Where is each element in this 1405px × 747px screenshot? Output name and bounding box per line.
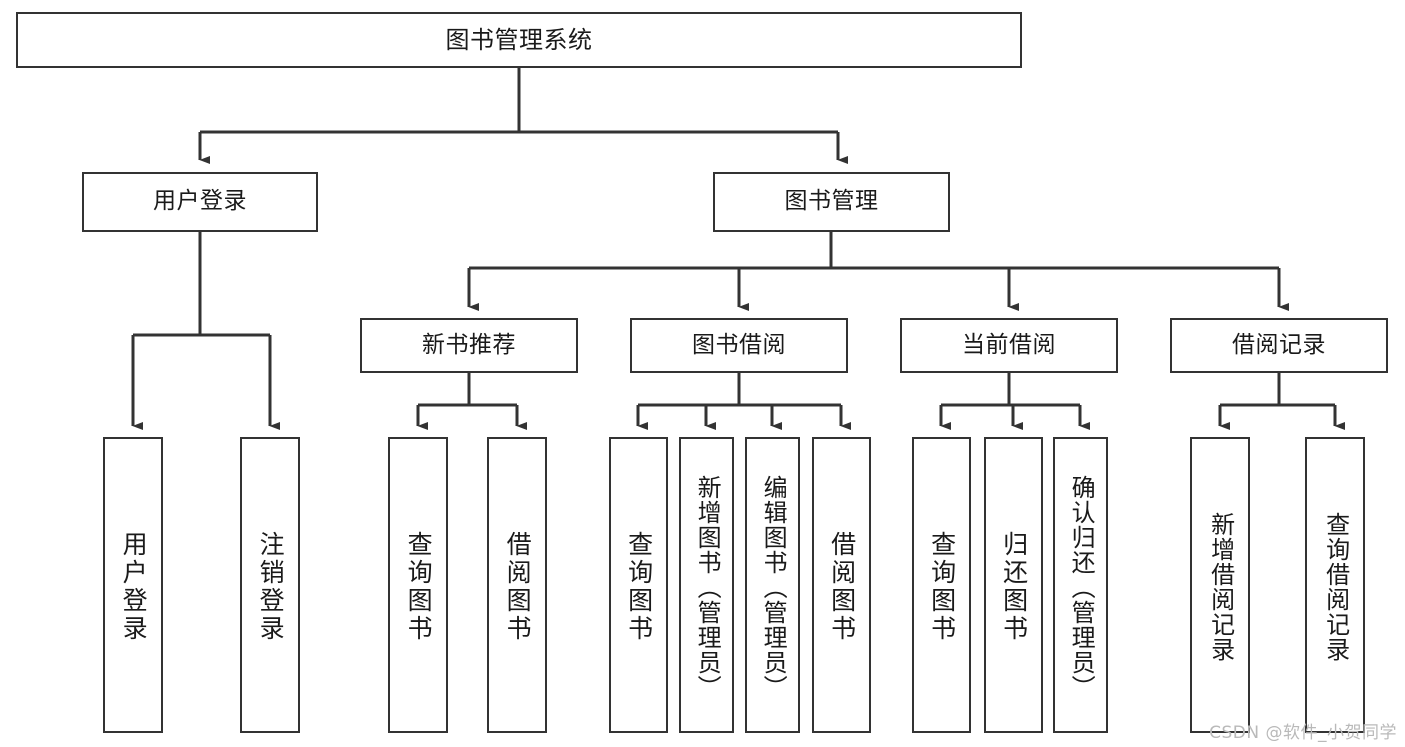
node-label: 新书推荐 bbox=[422, 331, 516, 358]
node-label: 查询图书 bbox=[404, 531, 434, 643]
leaf-borrow-book-1[interactable]: 借阅图书 bbox=[487, 437, 547, 733]
node-borrow-record[interactable]: 借阅记录 bbox=[1170, 318, 1388, 373]
node-book-manage[interactable]: 图书管理 bbox=[713, 172, 950, 232]
leaf-user-login[interactable]: 用户登录 bbox=[103, 437, 163, 733]
node-label: 查询借阅记录 bbox=[1321, 512, 1350, 662]
leaf-add-record[interactable]: 新增借阅记录 bbox=[1190, 437, 1250, 733]
node-book-borrow[interactable]: 图书借阅 bbox=[630, 318, 848, 373]
node-user-login[interactable]: 用户登录 bbox=[82, 172, 318, 232]
node-label: 新增图书（管理员） bbox=[693, 474, 722, 700]
watermark-csdn: CSDN @软件_小贺同学 bbox=[1209, 723, 1397, 743]
leaf-query-book-2[interactable]: 查询图书 bbox=[609, 437, 668, 733]
node-label: 注销登录 bbox=[256, 531, 286, 643]
leaf-return-book[interactable]: 归还图书 bbox=[984, 437, 1043, 733]
node-label: 当前借阅 bbox=[962, 331, 1056, 358]
leaf-add-book[interactable]: 新增图书（管理员） bbox=[679, 437, 734, 733]
node-label: 图书借阅 bbox=[692, 331, 786, 358]
node-new-book-recommend[interactable]: 新书推荐 bbox=[360, 318, 578, 373]
node-label: 借阅图书 bbox=[827, 531, 857, 643]
node-label: 新增借阅记录 bbox=[1206, 512, 1235, 662]
leaf-borrow-book-2[interactable]: 借阅图书 bbox=[812, 437, 871, 733]
node-label: 确认归还（管理员） bbox=[1067, 474, 1096, 700]
leaf-query-book-3[interactable]: 查询图书 bbox=[912, 437, 971, 733]
leaf-user-logout[interactable]: 注销登录 bbox=[240, 437, 300, 733]
node-label: 借阅图书 bbox=[503, 531, 533, 643]
node-label: 图书管理系统 bbox=[445, 25, 593, 54]
node-current-borrow[interactable]: 当前借阅 bbox=[900, 318, 1118, 373]
node-label: 归还图书 bbox=[999, 531, 1029, 643]
node-root-system[interactable]: 图书管理系统 bbox=[16, 12, 1022, 68]
node-label: 查询图书 bbox=[927, 531, 957, 643]
leaf-query-book-1[interactable]: 查询图书 bbox=[388, 437, 448, 733]
leaf-edit-book[interactable]: 编辑图书（管理员） bbox=[745, 437, 800, 733]
node-label: 用户登录 bbox=[119, 531, 149, 643]
leaf-query-record[interactable]: 查询借阅记录 bbox=[1305, 437, 1365, 733]
node-label: 编辑图书（管理员） bbox=[759, 474, 788, 700]
node-label: 借阅记录 bbox=[1232, 331, 1326, 358]
node-label: 图书管理 bbox=[784, 188, 879, 215]
node-label: 查询图书 bbox=[624, 531, 654, 643]
node-label: 用户登录 bbox=[153, 188, 247, 215]
leaf-confirm-return[interactable]: 确认归还（管理员） bbox=[1053, 437, 1108, 733]
